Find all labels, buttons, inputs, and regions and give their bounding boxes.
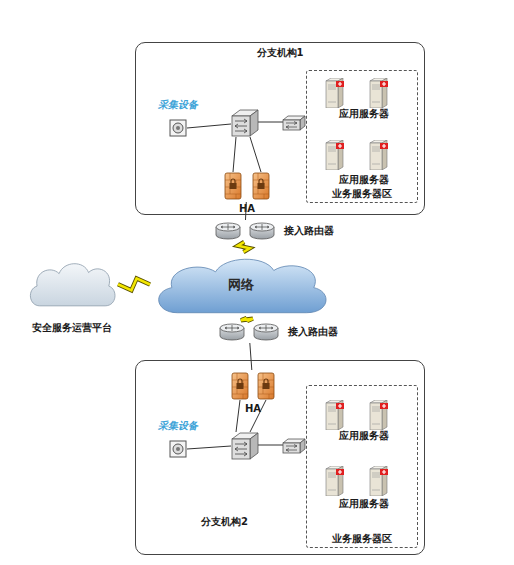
bolt-outline	[241, 318, 253, 321]
network-cable	[245, 202, 247, 220]
node-label: 分支机构2	[201, 516, 248, 528]
wire	[258, 122, 283, 123]
node-label: 接入路由器	[284, 225, 334, 237]
node-label: 分支机构1	[136, 47, 424, 59]
edge-group	[245, 202, 247, 220]
router-icon	[250, 223, 274, 239]
server-icon	[326, 140, 344, 170]
wire	[258, 445, 283, 446]
firewall-icon	[253, 173, 269, 199]
server-icon	[370, 78, 388, 108]
wire	[236, 400, 240, 432]
server-group: 应用服务器	[315, 462, 413, 512]
server-group: 应用服务器	[315, 396, 413, 444]
network-cable	[250, 343, 252, 370]
router-icon	[254, 324, 278, 340]
node-label: 应用服务器	[315, 108, 413, 120]
firewall-icon	[258, 373, 274, 399]
node-label: HA	[239, 203, 255, 215]
network-cloud: 网络	[150, 252, 332, 318]
wire	[187, 124, 231, 128]
cloud-outline	[159, 259, 326, 312]
server-icon	[326, 400, 344, 430]
node-label: 应用服务器	[315, 174, 413, 186]
wire	[250, 137, 261, 172]
firewall-icon	[225, 173, 241, 199]
node-label: 业务服务器区	[307, 188, 417, 200]
wire	[233, 137, 236, 172]
access-switch-icon	[283, 439, 305, 453]
server-icon	[370, 466, 388, 496]
node-label: 网络	[228, 279, 254, 291]
firewall-pair: HA	[222, 170, 272, 202]
node-label: 采集设备	[158, 420, 198, 432]
node-label: 安全服务运营平台	[32, 322, 112, 334]
edge-group	[241, 318, 253, 321]
branch-box: HA采集设备应用服务器应用服务器业务服务器区分支机构2	[135, 360, 425, 555]
firewall-pair: HA	[229, 370, 277, 402]
camera-node: 采集设备	[167, 117, 189, 139]
server-group: 应用服务器	[315, 138, 413, 188]
access-switch-icon	[283, 116, 305, 130]
bolt-outline	[118, 278, 150, 290]
server-icon	[326, 466, 344, 496]
router-pair: 接入路由器	[218, 321, 280, 343]
node-label: 采集设备	[158, 99, 198, 111]
edge-group	[118, 278, 150, 290]
node-label: 业务服务器区	[307, 533, 417, 545]
edge-group	[238, 242, 250, 252]
camera-node: 采集设备	[167, 438, 189, 460]
node-label: HA	[245, 403, 261, 415]
server-icon	[326, 78, 344, 108]
server-zone: 应用服务器应用服务器业务服务器区	[306, 70, 418, 203]
platform-cloud: 安全服务运营平台	[26, 258, 118, 310]
camera-icon	[170, 441, 186, 457]
edge-group	[250, 343, 252, 370]
wan-link	[118, 278, 150, 290]
node-label: 应用服务器	[315, 430, 413, 442]
node-label: 接入路由器	[288, 326, 338, 338]
cloud-outline	[30, 264, 115, 306]
server-icon	[370, 140, 388, 170]
server-icon	[370, 400, 388, 430]
bolt-outline	[238, 242, 250, 252]
branch-box: 采集设备应用服务器应用服务器业务服务器区HA分支机构1	[135, 42, 425, 215]
router-icon	[216, 223, 240, 239]
server-group: 应用服务器	[315, 76, 413, 122]
firewall-icon	[232, 373, 248, 399]
camera-icon	[170, 120, 186, 136]
router-icon	[220, 324, 244, 340]
cloud-shape	[26, 258, 118, 310]
router-pair: 接入路由器	[214, 220, 276, 242]
wire	[187, 446, 231, 449]
wan-link	[238, 242, 250, 252]
wan-link	[241, 318, 253, 321]
node-label: 应用服务器	[315, 498, 413, 510]
server-zone: 应用服务器应用服务器业务服务器区	[306, 385, 418, 548]
core-switch-icon	[232, 433, 258, 459]
core-switch-icon	[232, 110, 258, 136]
